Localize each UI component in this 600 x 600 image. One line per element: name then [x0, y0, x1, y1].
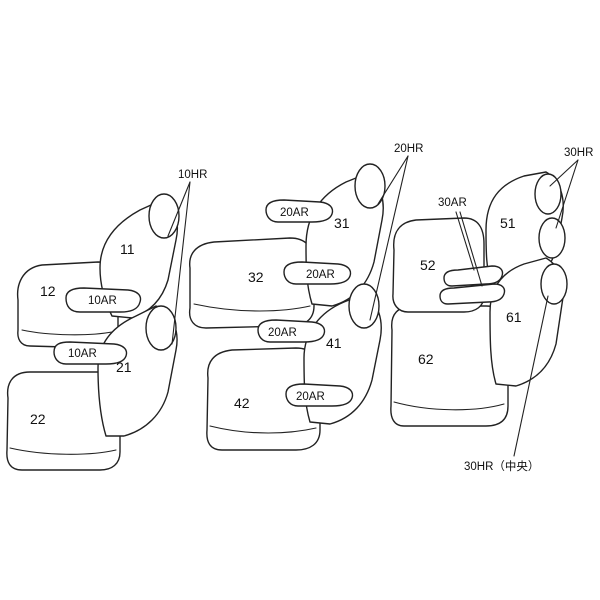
front-seat-group [6, 181, 191, 471]
headrest-30hr-top [534, 173, 562, 215]
leader-30hr-center [513, 295, 549, 457]
label-20ar-lower-left: 20AR [268, 327, 297, 339]
armrest-30ar-lower [439, 283, 506, 305]
leader-10hr-b [171, 181, 191, 345]
leader-30hr-b [555, 159, 579, 229]
label-20hr: 20HR [394, 143, 423, 155]
label-61: 61 [506, 309, 522, 325]
label-30hr-center: 30HR（中央） [464, 460, 539, 473]
headrest-20hr-lower [348, 283, 380, 329]
leader-20hr-b [369, 155, 409, 321]
part-labels: 10HR 11 12 10AR 10AR 21 22 20HR 20AR 31 … [30, 143, 593, 473]
armrest-30ar-upper [443, 265, 504, 287]
headrest-10hr-right [145, 305, 177, 351]
seat-cushion-12-seam [21, 329, 113, 336]
label-51: 51 [500, 215, 516, 231]
headrest-30hr-mid [538, 217, 566, 259]
seat-cushion-42-seam [209, 425, 317, 434]
label-41: 41 [326, 335, 342, 351]
seat-cushion-62-seam [393, 401, 505, 411]
armrest-20ar-lower-left [257, 319, 326, 343]
leader-30ar-a [455, 211, 475, 271]
label-52: 52 [420, 257, 436, 273]
label-42: 42 [234, 395, 250, 411]
label-32: 32 [248, 269, 264, 285]
seat-cushion-32 [188, 237, 315, 329]
label-10ar-lower: 10AR [68, 348, 97, 360]
leader-10hr-a [167, 181, 191, 237]
label-12: 12 [40, 283, 56, 299]
leader-30hr-a [549, 159, 579, 187]
armrest-20ar-bottom [285, 383, 354, 407]
seat-cushion-32-seam [193, 303, 311, 312]
armrest-10ar-lower [53, 341, 128, 365]
label-10ar-upper: 10AR [88, 295, 117, 307]
label-62: 62 [418, 351, 434, 367]
armrest-10ar-upper [65, 287, 142, 313]
second-row-group [188, 155, 409, 451]
label-11: 11 [120, 241, 135, 257]
label-30ar: 30AR [438, 197, 467, 209]
seat-cushion-42 [206, 347, 321, 451]
label-31: 31 [334, 215, 350, 231]
seat-cushion-22 [6, 371, 121, 471]
headrest-30hr-center [540, 263, 568, 305]
label-10hr: 10HR [178, 169, 207, 181]
label-20ar-middle: 20AR [306, 269, 335, 281]
armrest-20ar-middle [283, 261, 352, 285]
label-20ar-bottom: 20AR [296, 391, 325, 403]
label-21: 21 [116, 359, 132, 375]
seat-cushion-22-seam [9, 447, 117, 455]
third-row-group [390, 159, 579, 457]
headrest-10hr-left [148, 193, 180, 239]
leader-30ar-b [459, 211, 483, 287]
label-20ar-top: 20AR [280, 207, 309, 219]
armrest-20ar-top [265, 199, 334, 223]
leader-20hr-a [377, 155, 409, 205]
label-22: 22 [30, 411, 46, 427]
label-30hr: 30HR [564, 147, 593, 159]
headrest-20hr-upper [354, 163, 386, 209]
